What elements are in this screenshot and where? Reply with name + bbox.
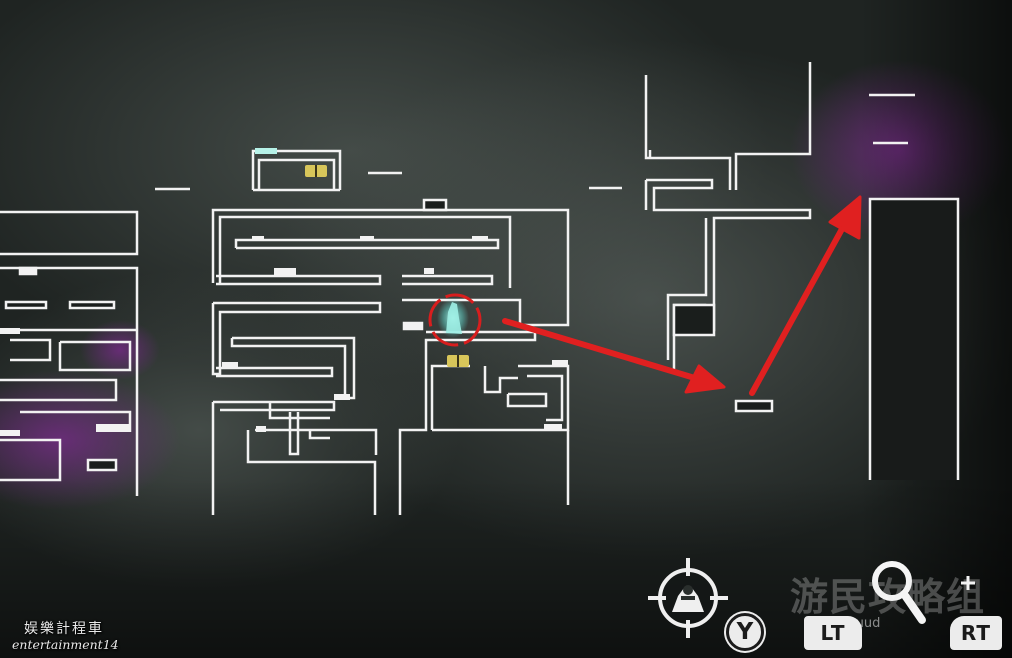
- pickup-crates: [255, 148, 469, 367]
- pickup-crate-icon: [305, 165, 327, 177]
- arrow-to-building-icon: [749, 215, 851, 396]
- highlight-circle: [428, 293, 482, 347]
- pickup-crate-icon: [447, 355, 469, 367]
- site-watermark: 游民攻略组: [790, 575, 986, 619]
- channel-handle-watermark: entertainment14: [12, 637, 119, 652]
- lt-button[interactable]: LT: [804, 616, 862, 650]
- upper-small-room: [251, 149, 342, 192]
- item-glint-icon: [255, 148, 277, 154]
- magnifier-zoom-icon[interactable]: [872, 561, 975, 624]
- arrow-to-ledge-icon: [502, 318, 711, 385]
- wall-accents: [0, 236, 568, 436]
- channel-name-watermark: 娱樂計程車: [24, 621, 104, 637]
- crosshair-target-icon[interactable]: [648, 558, 728, 638]
- player-character: [428, 293, 482, 347]
- left-building: [0, 210, 139, 496]
- far-right-building: [868, 197, 960, 480]
- central-complex: [211, 198, 570, 515]
- y-button[interactable]: Y: [726, 613, 764, 651]
- rt-button[interactable]: RT: [950, 616, 1002, 650]
- map-walls: [0, 62, 960, 515]
- floating-ledges: [155, 93, 915, 413]
- right-tower: [644, 62, 812, 370]
- route-annotation: [502, 195, 862, 396]
